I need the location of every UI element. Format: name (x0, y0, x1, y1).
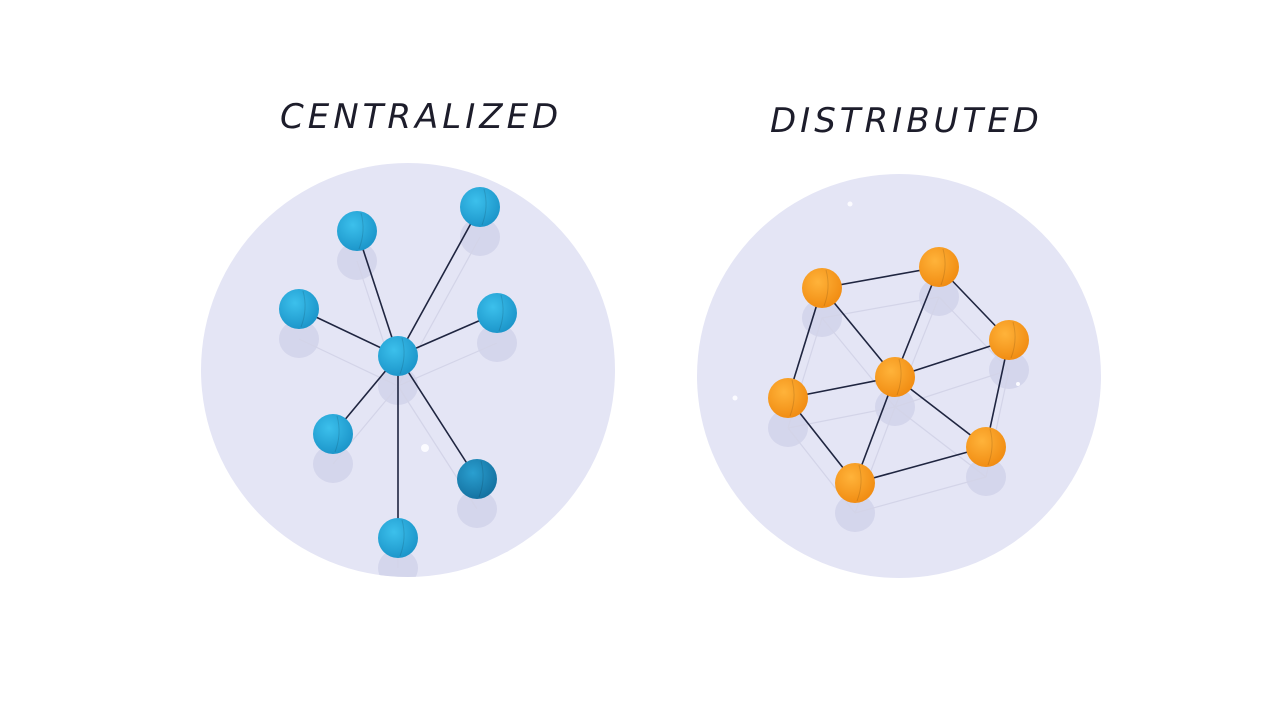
centralized-node-seam (334, 415, 340, 453)
distributed-title: DISTRIBUTED (770, 101, 1043, 141)
centralized-edge-shadow (298, 338, 399, 387)
sparkle-speck (847, 201, 853, 207)
centralized-node-seam (481, 188, 487, 226)
distributed-node (768, 378, 808, 418)
distributed-node-seam (1010, 321, 1016, 359)
distributed-node-seam (823, 269, 829, 307)
distributed-edge-shadow (854, 476, 987, 514)
sparkle-speck (732, 395, 738, 401)
distributed-edge-shadow (938, 296, 1010, 371)
centralized-node (457, 459, 497, 499)
distributed-node-seam (987, 428, 993, 466)
centralized-node-seam (399, 337, 405, 375)
distributed-node (919, 247, 959, 287)
centralized-node (378, 336, 418, 376)
centralized-node-seam (478, 460, 484, 498)
centralized-node (313, 414, 353, 454)
centralized-edge (397, 355, 478, 480)
distributed-node (989, 320, 1029, 360)
centralized-node-seam (300, 290, 306, 328)
centralized-node (279, 289, 319, 329)
centralized-node-seam (399, 519, 405, 557)
centralized-title: CENTRALIZED (280, 97, 563, 137)
centralized-node-seam (498, 294, 504, 332)
distributed-node-seam (896, 358, 902, 396)
distributed-node (802, 268, 842, 308)
centralized-edge (356, 230, 399, 357)
centralized-node (460, 187, 500, 227)
distributed-node (875, 357, 915, 397)
distributed-edge-shadow (821, 296, 940, 319)
distributed-node-seam (940, 248, 946, 286)
centralized-node (337, 211, 377, 251)
centralized-edge (397, 206, 481, 357)
distributed-node-seam (789, 379, 795, 417)
sparkle-speck (421, 444, 429, 452)
sparkle-speck (1016, 382, 1020, 386)
centralized-node (477, 293, 517, 333)
distributed-edge-shadow (894, 369, 1010, 408)
distributed-node (835, 463, 875, 503)
distributed-edge-shadow (894, 406, 987, 478)
distributed-edge-shadow (787, 406, 896, 429)
centralized-edge-shadow (332, 385, 399, 465)
centralized-node-seam (358, 212, 364, 250)
distributed-node (966, 427, 1006, 467)
centralized-edge-shadow (397, 342, 498, 387)
centralized-node (378, 518, 418, 558)
distributed-edge (854, 446, 987, 484)
distributed-node-seam (856, 464, 862, 502)
